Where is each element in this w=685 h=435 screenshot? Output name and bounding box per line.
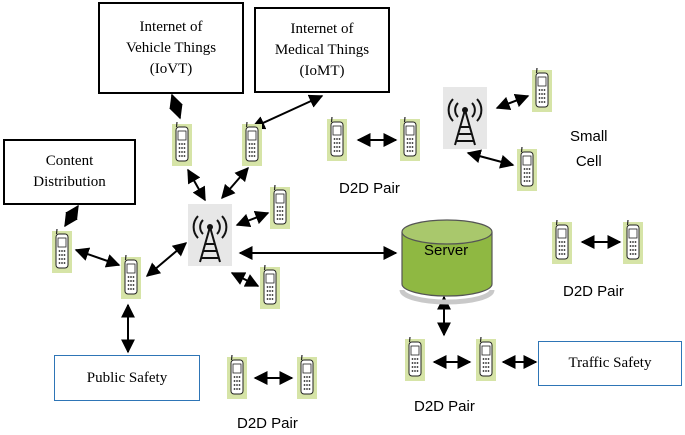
- arrow-phone-tower-a: [187, 168, 206, 202]
- small-cell-line-1: Small: [570, 128, 608, 145]
- phone-icon: [241, 121, 263, 167]
- arrow-phone-phone-left: [74, 247, 121, 268]
- content-distribution-box: Content Distribution: [3, 139, 136, 205]
- content-line-2: Distribution: [33, 174, 106, 190]
- public-safety-box: Public Safety: [54, 355, 200, 401]
- arrow-smallcell-phone-bottom: [466, 149, 515, 169]
- phone-icon: [259, 264, 281, 310]
- content-line-1: Content: [45, 153, 94, 169]
- phone-icon: [51, 228, 73, 274]
- iovt-line-3: (IoVT): [149, 60, 193, 77]
- server-label: Server: [424, 242, 469, 259]
- iomt-box: Internet of Medical Things (IoMT): [254, 7, 390, 93]
- d2d-pair-label-bottom-mid: D2D Pair: [414, 398, 475, 415]
- phone-icon: [551, 219, 573, 265]
- iovt-line-1: Internet of: [139, 18, 203, 35]
- phone-icon: [475, 336, 497, 382]
- phone-icon: [120, 254, 142, 300]
- d2d-pair-label-bottom-left: D2D Pair: [237, 415, 298, 432]
- arrow-iovt-phone: [169, 93, 183, 120]
- phone-icon: [399, 116, 421, 162]
- iomt-line-1: Internet of: [290, 20, 354, 37]
- iovt-box: Internet of Vehicle Things (IoVT): [98, 2, 244, 94]
- phone-icon: [516, 146, 538, 192]
- arrow-phone-tower-left: [145, 242, 188, 277]
- d2d-pair-label-right: D2D Pair: [563, 283, 624, 300]
- arrow-phone-tower-b: [221, 166, 249, 200]
- traffic-safety-box: Traffic Safety: [538, 341, 682, 386]
- iomt-line-3: (IoMT): [299, 62, 345, 79]
- arrow-iomt-phone: [250, 94, 324, 130]
- small-cell-label: Small Cell: [570, 124, 608, 174]
- iovt-line-2: Vehicle Things: [125, 39, 217, 56]
- public-safety-label: Public Safety: [86, 369, 168, 386]
- phone-icon: [171, 121, 193, 167]
- arrow-content-phone: [64, 204, 79, 228]
- traffic-safety-label: Traffic Safety: [568, 355, 652, 371]
- phone-icon: [226, 354, 248, 400]
- base-station-tower-icon: [187, 203, 233, 267]
- phone-icon: [622, 219, 644, 265]
- arrow-tower-phone-d: [230, 272, 260, 287]
- phone-icon: [269, 184, 291, 230]
- arrow-smallcell-phone-top: [495, 94, 530, 110]
- phone-icon: [326, 116, 348, 162]
- server-icon: [399, 219, 495, 305]
- iomt-line-2: Medical Things: [274, 41, 370, 58]
- phone-icon: [531, 67, 553, 113]
- small-cell-tower-icon: [442, 86, 488, 150]
- d2d-pair-label-top: D2D Pair: [339, 180, 400, 197]
- arrow-phone-tower-c: [235, 211, 270, 227]
- phone-icon: [296, 354, 318, 400]
- phone-icon: [404, 336, 426, 382]
- small-cell-line-2: Cell: [575, 153, 602, 170]
